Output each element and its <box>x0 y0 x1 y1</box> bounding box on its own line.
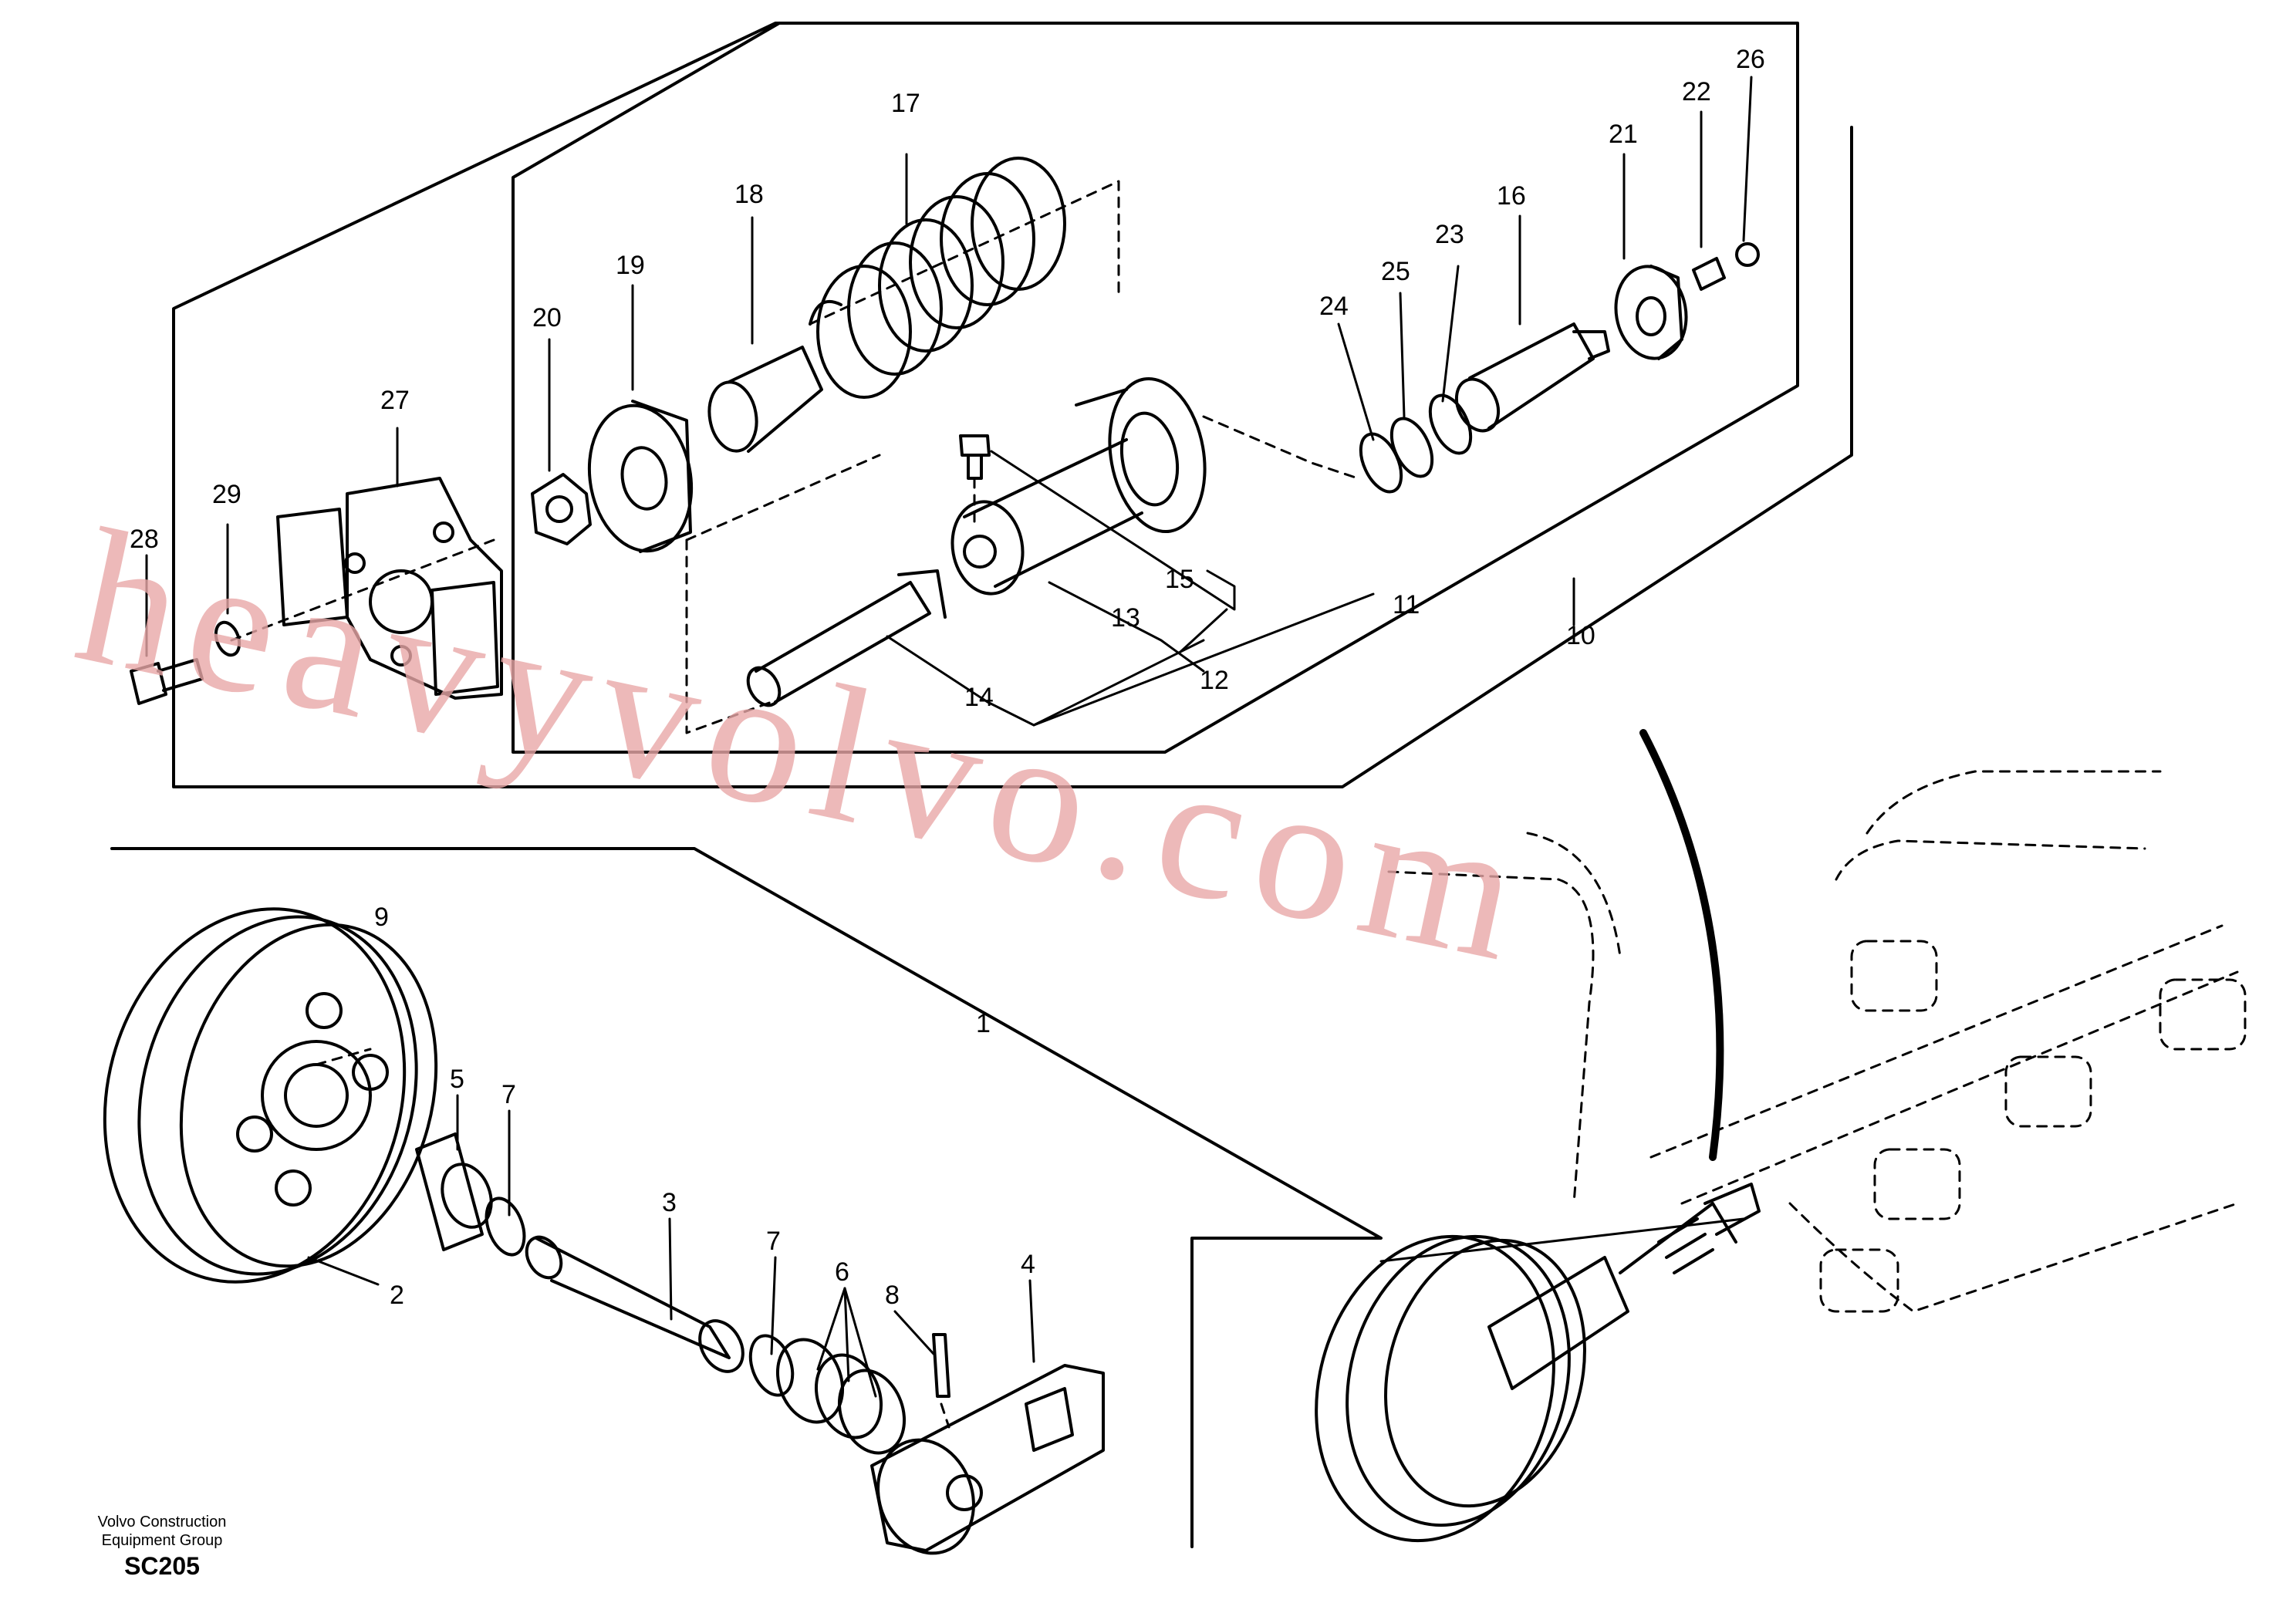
callout-23: 23 <box>1435 220 1464 249</box>
callout-15: 15 <box>1165 565 1194 594</box>
callout-16: 16 <box>1497 181 1526 211</box>
flange-19 <box>587 400 694 553</box>
callout-9: 9 <box>374 903 389 932</box>
pin-8 <box>932 1333 950 1398</box>
bracket-27 <box>276 477 503 700</box>
footer-company-line2: Equipment Group <box>101 1532 223 1549</box>
callout-10: 10 <box>1566 621 1595 650</box>
callout-17: 17 <box>891 89 920 118</box>
callout-7a: 7 <box>501 1080 516 1109</box>
callout-3: 3 <box>662 1188 677 1217</box>
callout-6: 6 <box>835 1257 849 1287</box>
ring-25 <box>1389 417 1434 478</box>
footer-company-line1: Volvo Construction <box>97 1514 227 1531</box>
cap-26 <box>1735 242 1760 267</box>
yoke-4 <box>870 1364 1105 1555</box>
washer-29 <box>214 620 241 657</box>
arrow-to-detail <box>1639 729 1724 1161</box>
footer-diagram-code: SC205 <box>124 1552 200 1580</box>
idler-wheel-2 <box>103 907 438 1284</box>
nut-20 <box>531 473 592 545</box>
seal-6 <box>775 1338 845 1424</box>
plate-21 <box>1614 265 1688 360</box>
callout-4: 4 <box>1021 1250 1035 1279</box>
callout-8: 8 <box>885 1281 900 1310</box>
ring-23 <box>1428 393 1473 455</box>
callout-13: 13 <box>1111 603 1140 633</box>
bolt-28 <box>130 658 204 705</box>
fitting-22 <box>1692 257 1726 291</box>
callout-21: 21 <box>1609 120 1638 149</box>
callout-22: 22 <box>1682 77 1711 106</box>
callout-20: 20 <box>532 303 562 332</box>
callout-24: 24 <box>1319 292 1349 321</box>
tube-18 <box>707 346 823 453</box>
rod-14 <box>746 569 947 707</box>
bolt-15 <box>959 434 991 480</box>
assembled-idler <box>1315 1183 1761 1543</box>
callout-18: 18 <box>734 180 764 209</box>
callout-labels: 1 2 3 4 5 6 7 7 8 9 10 11 12 13 14 15 16… <box>130 45 1765 1310</box>
frame-1 <box>110 847 1383 1548</box>
callout-11: 11 <box>1393 590 1420 619</box>
callout-28: 28 <box>130 525 159 554</box>
watermark: heavyvolvo.com <box>62 488 1548 1004</box>
callout-7b: 7 <box>766 1227 781 1256</box>
callout-5: 5 <box>450 1065 464 1094</box>
callout-19: 19 <box>616 251 645 280</box>
frame-10 <box>172 22 1853 788</box>
housing-11 <box>950 376 1207 596</box>
watermark-text: heavyvolvo.com <box>62 488 1548 1004</box>
callout-14: 14 <box>964 683 994 712</box>
callout-25: 25 <box>1381 257 1410 286</box>
callout-2: 2 <box>390 1281 404 1310</box>
shaft-3 <box>525 1235 745 1373</box>
spring-17 <box>809 157 1066 399</box>
callout-26: 26 <box>1736 45 1765 74</box>
track-frame-outline <box>1387 770 2247 1313</box>
cylinder-16 <box>1454 322 1610 433</box>
callout-29: 29 <box>212 480 241 509</box>
callout-12: 12 <box>1200 666 1229 695</box>
callout-27: 27 <box>380 386 410 415</box>
callout-1: 1 <box>976 1009 991 1038</box>
bushing-5 <box>415 1132 493 1251</box>
oring-7 <box>485 1196 526 1257</box>
